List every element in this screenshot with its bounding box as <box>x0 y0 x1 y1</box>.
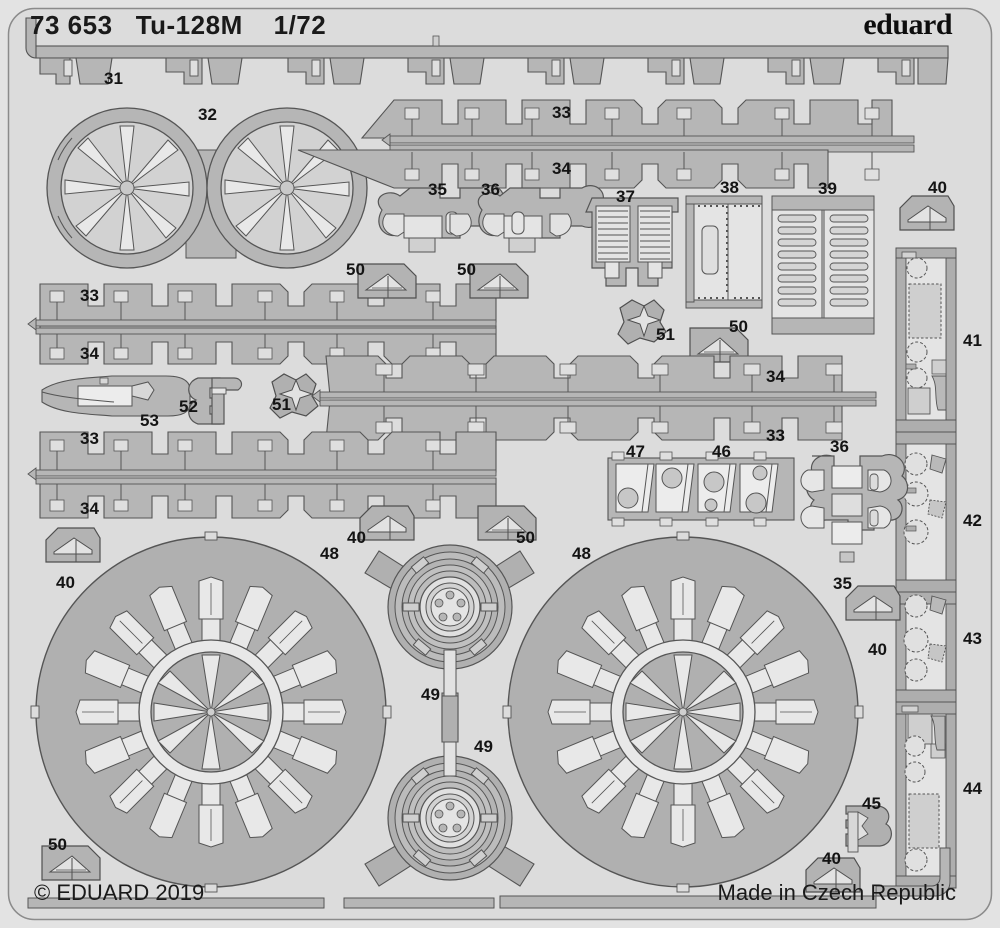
parts-row-31 <box>25 17 949 85</box>
part-40-left <box>45 527 101 563</box>
origin-text: Made in Czech Republic <box>717 880 956 905</box>
part-number-45: 45 <box>862 794 881 813</box>
part-35-clip <box>377 185 504 253</box>
part-number-35: 35 <box>833 574 852 593</box>
part-number-50: 50 <box>48 835 67 854</box>
part-number-34: 34 <box>552 159 571 178</box>
parts-strip-33-34-left-upper <box>27 283 497 365</box>
part-number-48: 48 <box>572 544 591 563</box>
part-number-49: 49 <box>474 737 493 756</box>
part-number-48: 48 <box>320 544 339 563</box>
part-36-35-lower-clip <box>800 454 909 563</box>
part-number-53: 53 <box>140 411 159 430</box>
part-number-33: 33 <box>80 429 99 448</box>
part-number-50: 50 <box>346 260 365 279</box>
bottom-rails <box>27 847 951 909</box>
part-number-47: 47 <box>626 442 645 461</box>
part-number-43: 43 <box>963 629 982 648</box>
part-number-42: 42 <box>963 511 982 530</box>
part-number-40: 40 <box>822 849 841 868</box>
part-number-34: 34 <box>766 367 785 386</box>
part-50-b <box>469 263 529 299</box>
part-number-40: 40 <box>56 573 75 592</box>
part-40-mid <box>359 505 415 541</box>
part-number-38: 38 <box>720 178 739 197</box>
part-48-right-turbine <box>502 531 864 893</box>
part-53-tube <box>41 375 191 417</box>
part-45-bracket <box>845 805 892 853</box>
part-number-32: 32 <box>198 105 217 124</box>
part-number-34: 34 <box>80 344 99 363</box>
part-number-50: 50 <box>729 317 748 336</box>
part-number-34: 34 <box>80 499 99 518</box>
part-number-44: 44 <box>963 779 982 798</box>
part-40-top-right <box>899 195 955 231</box>
part-52-bracket <box>188 377 243 425</box>
right-column-frames <box>895 247 957 889</box>
part-number-40: 40 <box>868 640 887 659</box>
part-number-35: 35 <box>428 180 447 199</box>
copyright-text: © EDUARD 2019 <box>34 880 205 905</box>
part-number-49: 49 <box>421 685 440 704</box>
part-number-41: 41 <box>963 331 982 350</box>
part-37-radiators <box>585 197 679 287</box>
part-number-40: 40 <box>928 178 947 197</box>
page-title: 73 653 Tu-128M 1/72 <box>30 10 327 40</box>
part-number-33: 33 <box>80 286 99 305</box>
part-number-37: 37 <box>616 187 635 206</box>
part-39-grille <box>771 195 875 335</box>
part-number-46: 46 <box>712 442 731 461</box>
part-48-left-turbine <box>30 531 392 893</box>
part-50-a <box>357 263 417 299</box>
eduard-logo: eduard <box>863 8 952 41</box>
part-number-50: 50 <box>516 528 535 547</box>
part-38-panel <box>685 195 763 309</box>
part-number-31: 31 <box>104 69 123 88</box>
part-number-51: 51 <box>272 395 291 414</box>
part-46-47-panels <box>607 451 795 527</box>
part-number-33: 33 <box>552 103 571 122</box>
parts-strip-33-34-center <box>311 355 877 441</box>
parts-strip-33-34-top <box>297 99 915 189</box>
part-number-52: 52 <box>179 397 198 416</box>
part-number-40: 40 <box>347 528 366 547</box>
part-number-50: 50 <box>457 260 476 279</box>
part-number-36: 36 <box>481 180 500 199</box>
part-49-upper-hub <box>364 544 535 740</box>
part-number-33: 33 <box>766 426 785 445</box>
part-49-lower-hub <box>364 695 535 887</box>
part-number-39: 39 <box>818 179 837 198</box>
part-36-clip <box>477 185 604 253</box>
part-number-51: 51 <box>656 325 675 344</box>
part-number-36: 36 <box>830 437 849 456</box>
parts-strip-33-34-left-lower <box>27 431 497 519</box>
part-40-right <box>845 585 901 621</box>
part-32-twin-fans <box>46 107 368 269</box>
